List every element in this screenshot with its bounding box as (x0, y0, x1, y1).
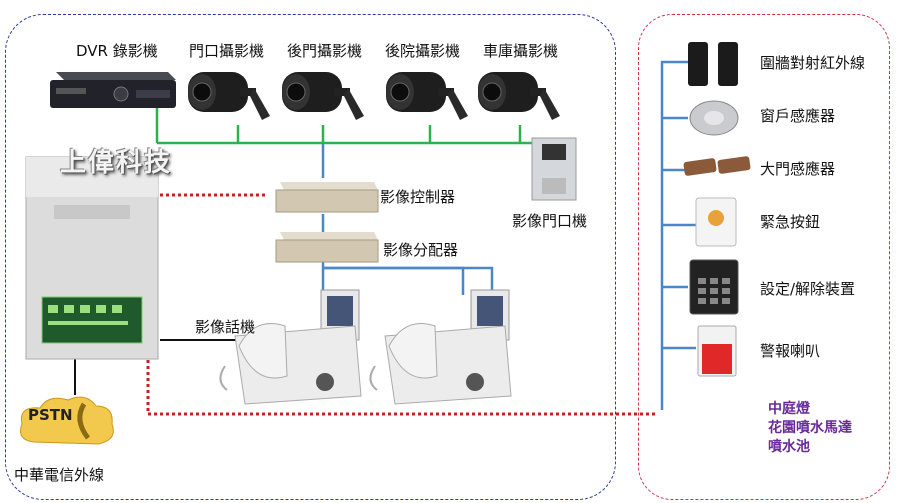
sensor-label-keypad: 設定/解除裝置 (760, 280, 856, 298)
video-phone-2-icon (369, 289, 512, 405)
camera-yard-label: 後院攝影機 (385, 42, 461, 60)
video-splitter-icon (275, 232, 379, 263)
camera-garage-icon (478, 72, 560, 120)
siren-icon (697, 325, 737, 377)
pstn-line-label: 中華電信外線 (14, 466, 105, 484)
camera-back-icon (282, 72, 364, 120)
door-sensor-icon (683, 156, 751, 176)
sensor-label-siren: 警報喇叭 (760, 342, 821, 360)
extra-device-item: 花園噴水馬達 (768, 420, 852, 436)
dvr-recorder-icon (50, 72, 176, 108)
infrared-beam-icon (688, 42, 738, 86)
panic-button-icon (695, 197, 737, 247)
brand-logo: 上偉科技 (60, 148, 173, 178)
camera-yard-icon (386, 72, 468, 120)
video-splitter-label: 影像分配器 (383, 241, 459, 259)
pstn-cloud-icon (20, 396, 114, 445)
sensor-label-panic: 緊急按鈕 (760, 213, 821, 231)
video-phone-label: 影像話機 (195, 318, 256, 336)
video-phone-icon (219, 289, 362, 405)
extra-device-item: 中庭燈 (768, 401, 810, 417)
video-bus (321, 143, 494, 295)
sensor-label-door: 大門感應器 (760, 160, 836, 178)
video-door-phone-label: 影像門口機 (512, 212, 588, 230)
sensor-label-infrared: 圍牆對射紅外線 (760, 54, 866, 72)
camera-front-icon (188, 72, 270, 120)
sensor-label-window: 窗戶感應器 (760, 107, 836, 125)
pstn-badge: PSTN (28, 406, 73, 424)
home-system-panel (5, 14, 616, 500)
camera-bus (155, 108, 538, 145)
pbx-host-unit-icon (25, 156, 159, 360)
camera-front-label: 門口攝影機 (189, 42, 265, 60)
video-controller-label: 影像控制器 (380, 188, 456, 206)
alarm-link (146, 193, 658, 416)
window-sensor-icon (689, 100, 739, 136)
extra-devices-list: 中庭燈 花園噴水馬達 噴水池 (768, 400, 852, 457)
camera-back-label: 後門攝影機 (287, 42, 363, 60)
dvr-label: DVR 錄影機 (76, 42, 158, 60)
sensor-bus (660, 60, 696, 410)
video-door-phone-icon (531, 137, 577, 201)
keypad-icon (689, 259, 739, 315)
extra-device-item: 噴水池 (768, 439, 810, 455)
camera-garage-label: 車庫攝影機 (483, 42, 559, 60)
security-sensor-panel (638, 14, 890, 500)
video-controller-icon (275, 182, 379, 213)
